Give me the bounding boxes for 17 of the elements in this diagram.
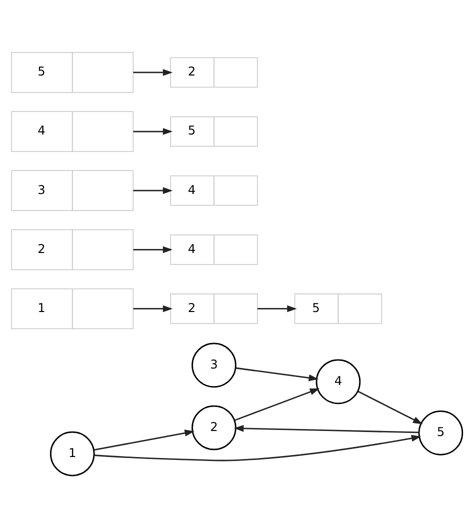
arrow (94, 434, 422, 461)
arrow (133, 304, 173, 312)
node-circle: 5 (418, 410, 464, 455)
arrow (234, 388, 320, 420)
arrow (133, 246, 173, 253)
node-circle: 1 (50, 430, 95, 476)
arrow (94, 429, 194, 450)
arrow (133, 128, 173, 134)
arrow (257, 304, 297, 312)
arrow (357, 390, 423, 424)
node-circle: 3 (192, 342, 236, 388)
arrow (133, 186, 173, 194)
node-circle: 4 (316, 358, 361, 404)
arrow (236, 366, 319, 381)
arrow (234, 424, 419, 433)
arrow (133, 68, 173, 76)
node-circle: 2 (192, 404, 236, 450)
